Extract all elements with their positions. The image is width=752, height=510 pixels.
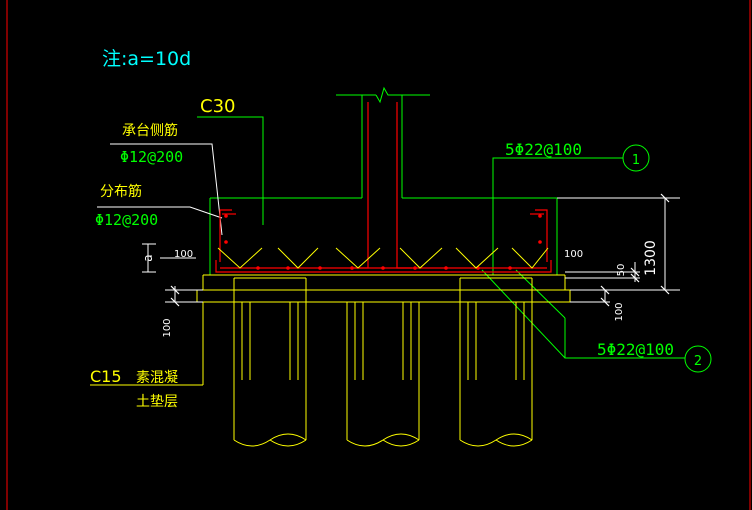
callout-2-number: 2 xyxy=(694,354,702,369)
dimension-a-label: a xyxy=(141,254,155,261)
dimension-ticks xyxy=(170,193,670,307)
rebar xyxy=(215,102,552,273)
distribution-rebar-title: 分布筋 xyxy=(100,183,142,200)
dimension-100-lower-right: 100 xyxy=(614,302,625,321)
dimension-1300: 1300 xyxy=(643,240,659,276)
dimension-100-lower-left: 100 xyxy=(162,318,173,337)
distribution-rebar-spec: Φ12@200 xyxy=(95,211,158,229)
note-text: 注:a=10d xyxy=(102,48,191,70)
dimension-50: 50 xyxy=(616,264,627,277)
callout-1-number: 1 xyxy=(632,153,640,168)
dimension-100-right: 100 xyxy=(564,249,583,260)
callout-circle-2 xyxy=(684,345,712,373)
bottom-rebar-spec: 5Φ22@100 xyxy=(597,340,674,359)
piles xyxy=(233,277,533,447)
top-rebar-spec: 5Φ22@100 xyxy=(505,140,582,159)
leader-lines xyxy=(197,116,685,359)
concrete-cap-grade: C30 xyxy=(200,96,235,117)
callout-circle-1 xyxy=(622,144,650,172)
pile-anchor-bars xyxy=(217,247,549,269)
pile-cap-outline xyxy=(209,197,558,275)
dimension-100-left: 100 xyxy=(174,249,193,260)
white-leaders xyxy=(97,143,223,236)
side-rebar-title: 承台侧筋 xyxy=(122,122,178,139)
cushion-layer xyxy=(90,274,571,386)
cushion-title-line-2: 土垫层 xyxy=(136,394,178,410)
cushion-title-line-1: 素混凝 xyxy=(136,370,178,386)
side-rebar-spec: Φ12@200 xyxy=(120,148,183,166)
rebar-dots xyxy=(224,214,542,270)
column xyxy=(336,86,430,198)
cushion-concrete-grade: C15 xyxy=(90,367,122,386)
